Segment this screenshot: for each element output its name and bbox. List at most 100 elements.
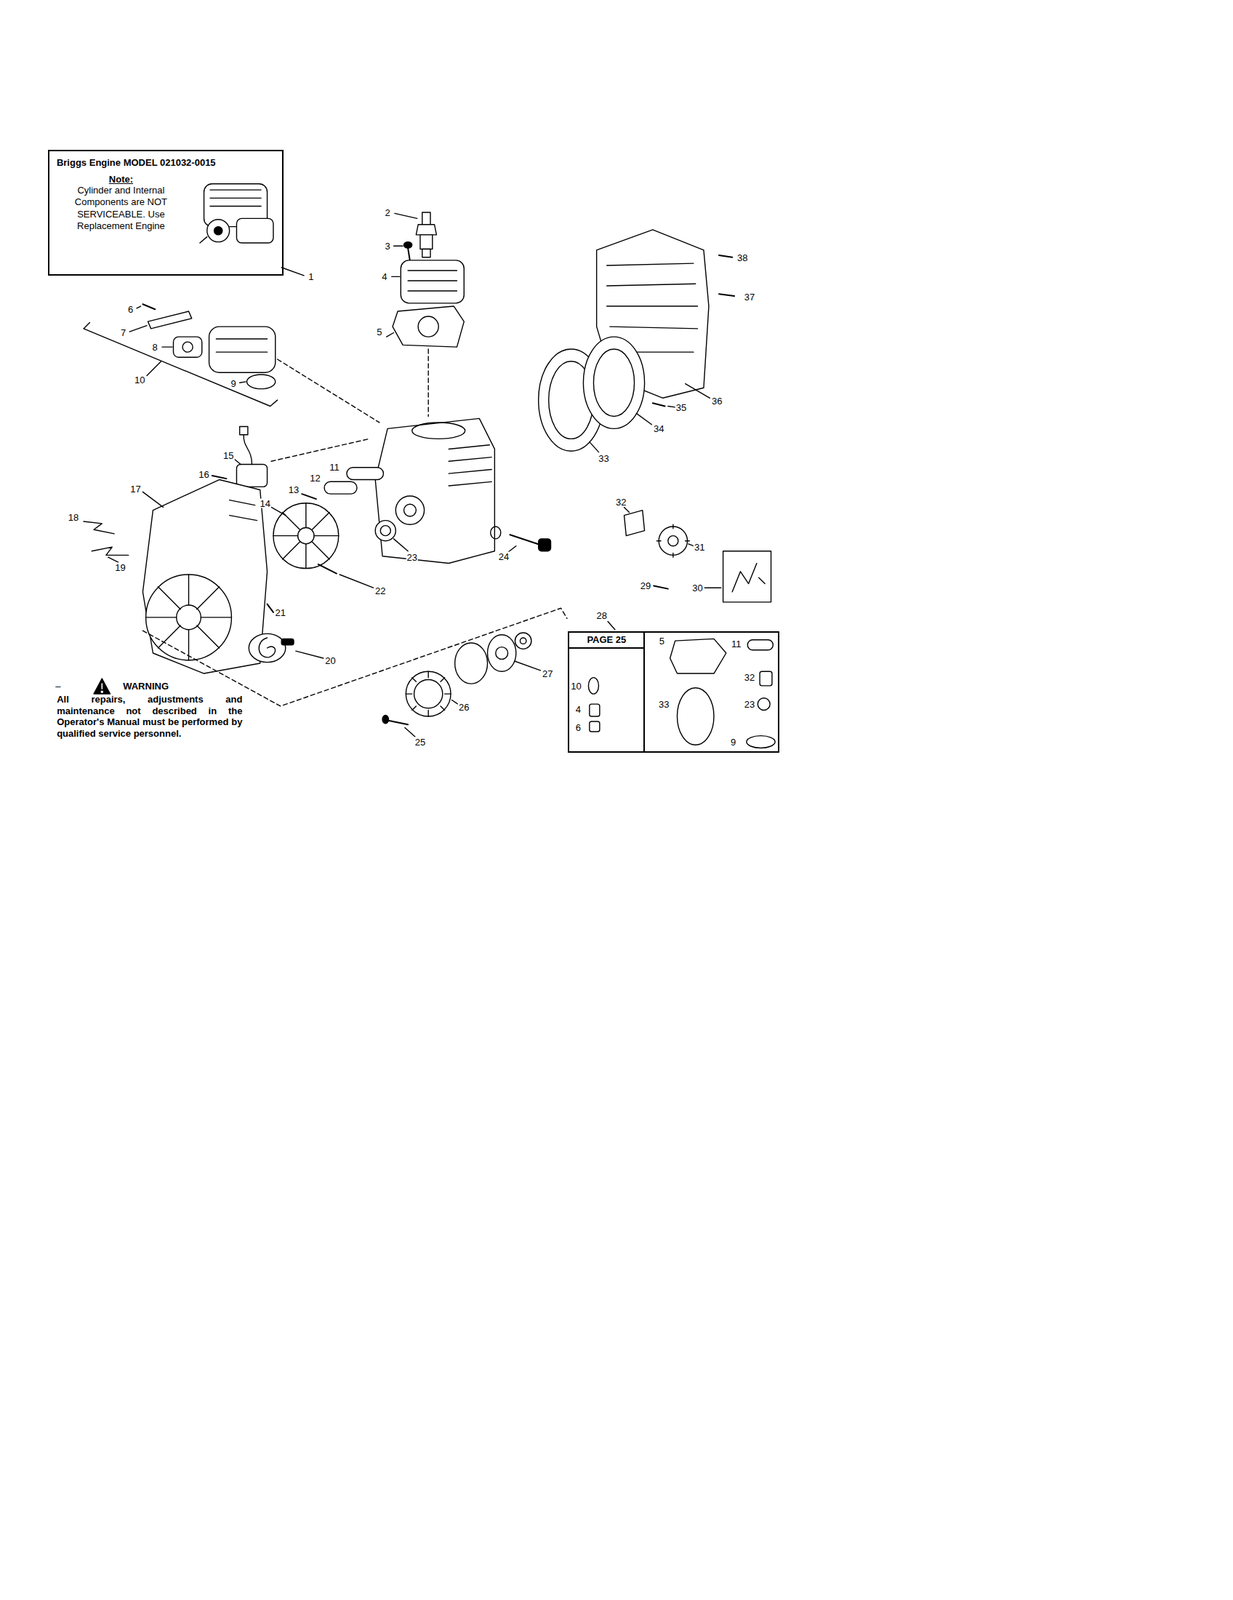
kit-parts <box>746 735 775 749</box>
callout-number: 29 <box>639 580 652 591</box>
callout-number: 18 <box>67 512 80 522</box>
callout-number: 2 <box>383 207 391 217</box>
screw <box>404 242 413 248</box>
engine-picture <box>214 226 223 235</box>
callout-number: 21 <box>274 607 287 617</box>
engine-picture <box>210 189 261 206</box>
gaskets-small <box>301 467 384 499</box>
starter-pulley <box>248 604 323 663</box>
starter-parts <box>451 700 458 705</box>
blower-housing <box>146 574 232 661</box>
screw <box>393 245 403 247</box>
kit-box: PAGE 25 <box>567 631 779 753</box>
callout-number: 14 <box>258 497 271 508</box>
spark-plug <box>394 213 418 219</box>
callout-number: 38 <box>736 252 749 262</box>
muffler-group <box>129 325 147 332</box>
callout-number: 5 <box>375 326 383 336</box>
callout-number: 15 <box>222 450 235 460</box>
callout-number: 27 <box>541 668 554 678</box>
cylinder-block <box>375 418 495 563</box>
callout-number: 5 <box>658 635 666 645</box>
kit-parts <box>588 677 599 694</box>
starter-parts <box>414 679 443 708</box>
flywheel <box>298 527 315 544</box>
starter-pulley <box>281 638 294 645</box>
cylinder-block <box>412 422 466 439</box>
flywheel <box>318 564 337 574</box>
callout-number: 33 <box>657 698 670 709</box>
starter-pulley <box>258 637 275 658</box>
clutch-parts <box>607 506 771 629</box>
kit-parts <box>589 721 600 732</box>
starter-parts <box>404 727 416 737</box>
callout-number: 23 <box>743 698 756 709</box>
callout-number: 36 <box>711 396 723 406</box>
muffler-group <box>209 326 276 373</box>
callout-number: 17 <box>129 483 142 493</box>
cylinder-cover <box>391 260 465 304</box>
ignition-coil <box>236 463 267 487</box>
muffler-group <box>136 306 142 309</box>
callout-number: 16 <box>197 469 210 480</box>
spark-plug <box>422 212 431 225</box>
callout-number: 4 <box>380 271 388 282</box>
clutch-parts <box>723 551 772 602</box>
gasket <box>392 306 464 347</box>
callout-number: 34 <box>652 423 665 434</box>
callout-number: 3 <box>383 241 391 251</box>
blower-housing <box>142 479 267 674</box>
cylinder-cover <box>407 270 457 291</box>
starter-parts <box>405 671 451 717</box>
callout-number: 12 <box>308 472 321 483</box>
clutch-parts <box>668 535 679 546</box>
callout-number: 7 <box>119 327 127 338</box>
engine-picture <box>236 218 274 243</box>
note-title: Note: <box>53 173 189 185</box>
callout-number: 32 <box>615 497 627 507</box>
clutch-parts <box>704 587 721 589</box>
callout-number: 11 <box>730 639 743 649</box>
blower-housing <box>229 500 258 521</box>
callout-number: 4 <box>575 703 582 714</box>
engine-shroud <box>719 293 735 296</box>
muffler-group <box>146 361 162 376</box>
muffler-group <box>83 322 278 406</box>
callout-number: 33 <box>597 452 610 463</box>
ignition-coil <box>212 426 268 488</box>
cylinder-block <box>404 503 417 517</box>
ignition-coil <box>234 458 241 464</box>
cylinder-cover <box>391 276 400 277</box>
dashed-line <box>142 607 568 706</box>
clutch-parts <box>624 506 630 512</box>
muffler-group <box>215 338 267 352</box>
gaskets-small <box>301 493 317 499</box>
wire-clips <box>91 546 129 555</box>
dashed-line <box>427 348 429 417</box>
flywheel <box>339 574 373 588</box>
callout-number: 31 <box>693 541 706 552</box>
cylinder-block <box>448 444 492 486</box>
clutch-parts <box>656 524 690 557</box>
kit-parts <box>747 639 773 650</box>
wire-clips <box>83 521 129 562</box>
note-heading: Briggs Engine MODEL 021032-0015 <box>56 157 283 168</box>
blower-housing <box>146 574 232 661</box>
cylinder-cover <box>400 260 464 304</box>
spark-plug <box>420 234 433 250</box>
gaskets-large <box>589 442 600 453</box>
callout-number: 1 <box>307 271 315 282</box>
callout-number: 11 <box>328 462 341 472</box>
gasket <box>386 332 395 338</box>
leader-line <box>281 267 304 276</box>
starter-parts <box>495 647 509 660</box>
callout-number: 9 <box>729 736 737 746</box>
gaskets-large <box>538 336 653 453</box>
note-body: Cylinder and Internal Components are NOT… <box>53 184 189 232</box>
gaskets-large <box>593 348 634 417</box>
engine-picture <box>199 183 274 243</box>
gaskets-small <box>346 467 384 480</box>
starter-pulley <box>295 650 324 658</box>
callout-number: 9 <box>230 378 238 389</box>
